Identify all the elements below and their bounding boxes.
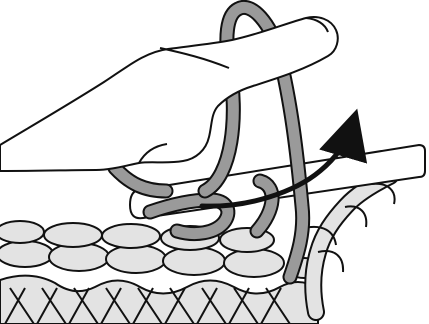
stitch-row-bottom	[0, 276, 318, 324]
stitch-row-middle	[0, 241, 321, 278]
turning-chain	[304, 176, 395, 312]
